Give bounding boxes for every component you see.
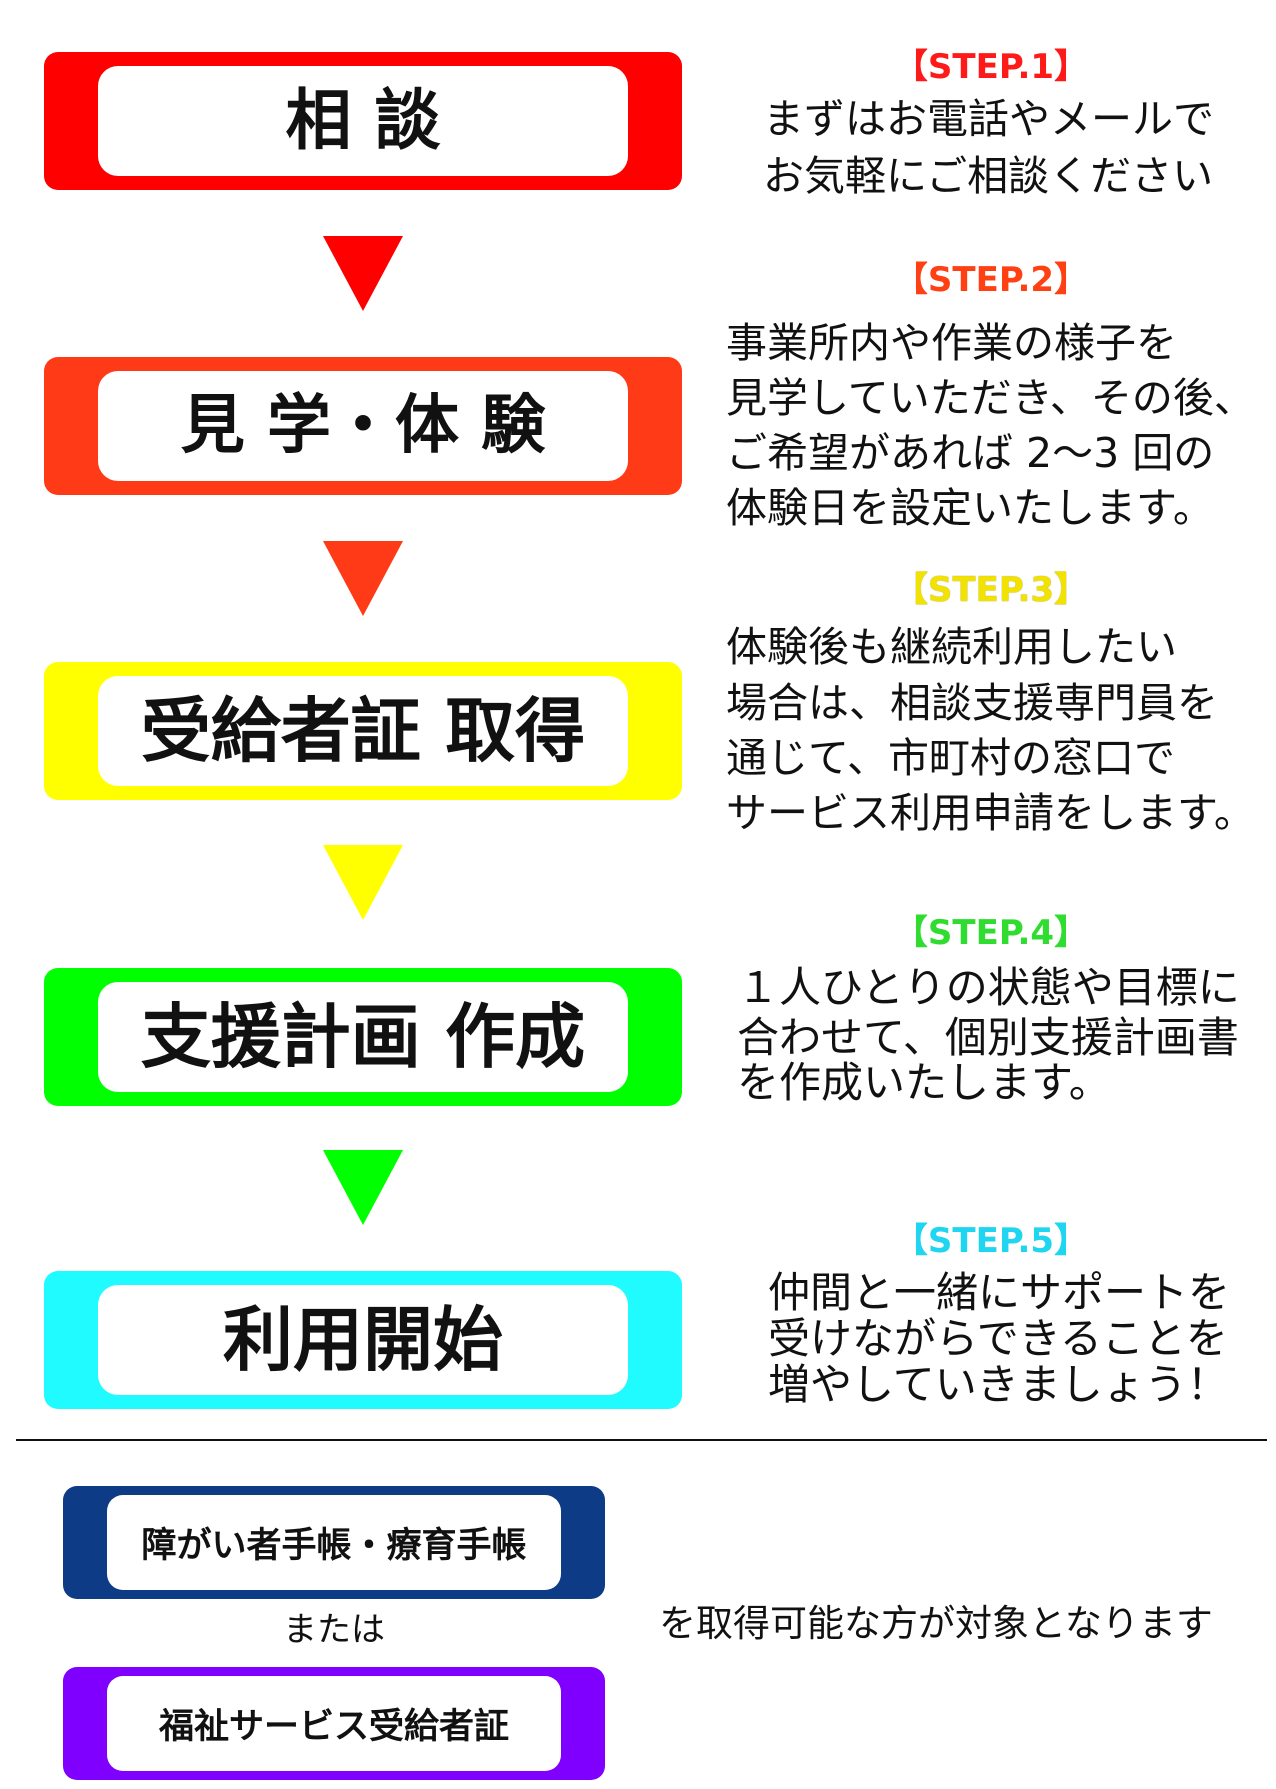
- down-arrow-icon: [323, 1150, 403, 1225]
- step-4-description-line: を作成いたします。: [737, 1058, 1111, 1107]
- disability-handbook-inner: 障がい者手帳・療育手帳: [107, 1495, 561, 1590]
- step-3-label: 【STEP.3】: [893, 570, 1089, 610]
- disability-handbook-box: 障がい者手帳・療育手帳: [63, 1486, 605, 1599]
- down-arrow-icon: [323, 541, 403, 616]
- step-3-description-line: サービス利用申請をします。: [726, 789, 1255, 837]
- eligibility-note: を取得可能な方が対象となります: [659, 1602, 1213, 1645]
- step-4-description-line: 合わせて、個別支援計画書: [737, 1013, 1239, 1062]
- step-5-inner: 利用開始: [98, 1285, 628, 1395]
- step-3-title: 受給者証 取得: [140, 690, 586, 772]
- welfare-certificate-inner: 福祉サービス受給者証: [107, 1676, 561, 1771]
- step-4-title: 支援計画 作成: [140, 996, 586, 1078]
- welfare-certificate-text: 福祉サービス受給者証: [158, 1707, 509, 1747]
- step-5-box: 利用開始: [44, 1271, 682, 1409]
- down-arrow-shape: [323, 236, 403, 311]
- down-arrow-icon: [323, 845, 403, 920]
- step-1-box: 相 談: [44, 52, 682, 190]
- step-3-description-line: 通じて、市町村の窓口で: [726, 734, 1175, 782]
- step-1-description-line: まずはお電話やメールで: [763, 95, 1214, 143]
- step-2-description-line: 見学していただき、その後、: [726, 374, 1255, 422]
- step-2-label: 【STEP.2】: [893, 260, 1089, 300]
- step-4-box: 支援計画 作成: [44, 968, 682, 1106]
- step-5-title: 利用開始: [223, 1299, 503, 1381]
- section-divider: [16, 1439, 1267, 1441]
- step-4-label: 【STEP.4】: [893, 913, 1089, 953]
- step-5-description-line: 仲間と一緒にサポートを: [768, 1268, 1231, 1317]
- down-arrow-icon: [323, 236, 403, 311]
- step-5-label: 【STEP.5】: [893, 1221, 1089, 1261]
- step-2-box: 見 学・体 験: [44, 357, 682, 495]
- step-3-description-line: 場合は、相談支援専門員を: [726, 679, 1218, 727]
- step-3-box: 受給者証 取得: [44, 662, 682, 800]
- down-arrow-shape: [323, 541, 403, 616]
- step-1-title: 相 談: [285, 82, 441, 159]
- step-1-description-line: お気軽にご相談ください: [763, 152, 1214, 200]
- step-3-inner: 受給者証 取得: [98, 676, 628, 786]
- step-2-title: 見 学・体 験: [180, 389, 546, 463]
- step-4-description-line: １人ひとりの状態や目標に: [737, 963, 1240, 1012]
- down-arrow-shape: [323, 1150, 403, 1225]
- step-2-description-line: 体験日を設定いたします。: [726, 484, 1214, 532]
- step-4-inner: 支援計画 作成: [98, 982, 628, 1092]
- step-2-description-line: 事業所内や作業の様子を: [726, 319, 1177, 367]
- step-5-description-line: 増やしていきましょう！: [768, 1360, 1229, 1409]
- step-1-inner: 相 談: [98, 66, 628, 176]
- step-5-description-line: 受けながらできることを: [768, 1314, 1228, 1363]
- step-3-description-line: 体験後も継続利用したい: [726, 623, 1177, 671]
- step-2-description-line: ご希望があれば 2～3 回の: [726, 429, 1215, 477]
- or-text: または: [283, 1610, 385, 1650]
- down-arrow-shape: [323, 845, 403, 920]
- step-2-inner: 見 学・体 験: [98, 371, 628, 481]
- step-1-label: 【STEP.1】: [893, 47, 1089, 87]
- welfare-certificate-box: 福祉サービス受給者証: [63, 1667, 605, 1780]
- disability-handbook-text: 障がい者手帳・療育手帳: [141, 1526, 527, 1566]
